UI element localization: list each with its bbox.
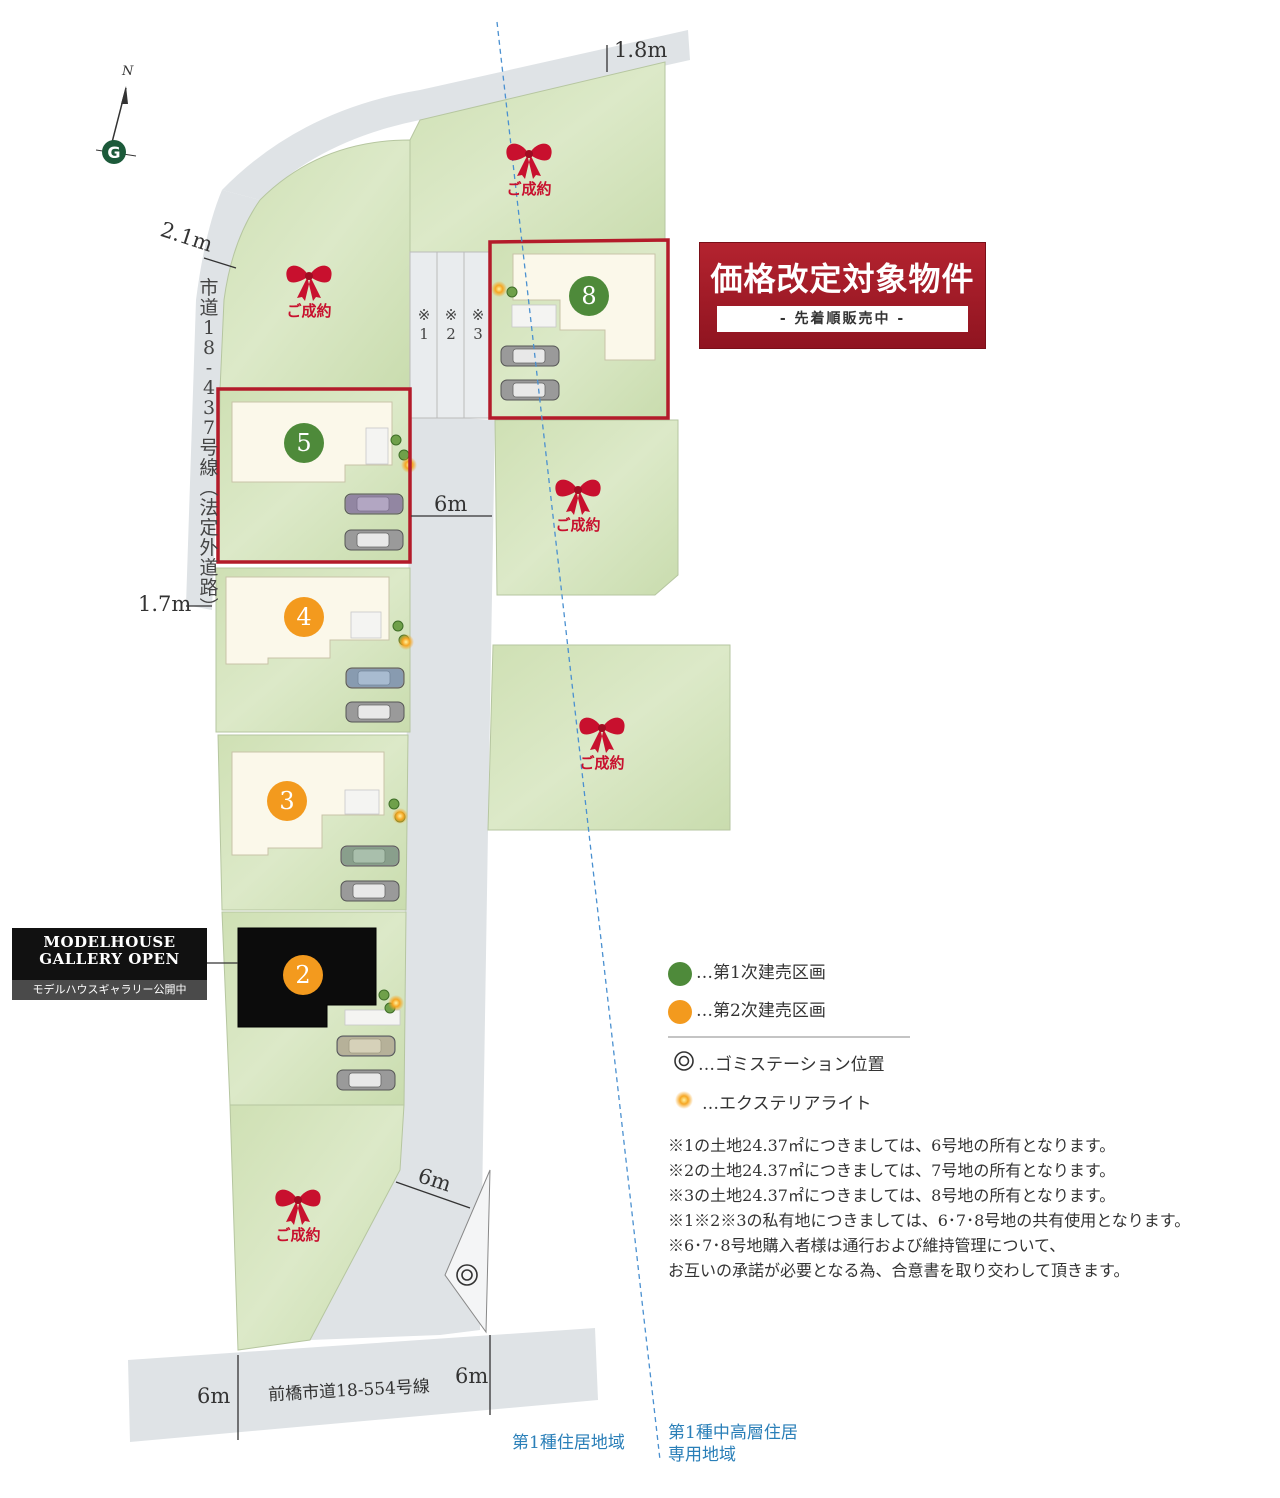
bow-icon [275, 1189, 321, 1225]
sold-bow-icons [275, 143, 625, 1225]
dim-left-road-bottom: 1.7m [138, 592, 192, 616]
private-strip-2: ※2 [444, 306, 458, 343]
garbage-triangle [444, 1169, 491, 1334]
sold-label: ご成約 [506, 180, 552, 198]
lot-8-badge[interactable]: 8 [569, 276, 609, 316]
lot-3-badge[interactable]: 3 [267, 781, 307, 821]
dim-top-road: 1.8m [614, 38, 668, 62]
roads [128, 30, 690, 1442]
dim-main-road-right: 6m [455, 1364, 489, 1388]
dim-inner-road-upper: 6m [434, 492, 468, 516]
garbage-station-icon [456, 1051, 694, 1286]
bow-knot-icon [598, 724, 606, 732]
private-strip-1: ※1 [417, 306, 431, 343]
legend-phase2: …第2次建売区画 [668, 996, 826, 1024]
legend-light: …エクステリアライト [702, 1094, 872, 1114]
model-gallery-banner[interactable]: MODELHOUSE GALLERY OPEN モデルハウスギャラリー公開中 [12, 928, 207, 1000]
main-road [128, 1328, 598, 1442]
price-banner-subtitle: - 先着順販売中 - [717, 306, 968, 332]
sold-marker-east-upper[interactable]: ご成約 [533, 472, 623, 552]
private-strip-3: ※3 [471, 306, 485, 343]
exterior-lights [388, 281, 693, 1109]
compass-logo: G [107, 143, 120, 162]
compass-icon [95, 86, 137, 164]
zone-right: 第1種中高層住居 専用地域 [668, 1423, 798, 1465]
zone-boundary [496, 21, 661, 1461]
notes: ※1の土地24.37㎡につきましては、6号地の所有となります。 ※2の土地24.… [668, 1136, 1191, 1280]
sold-label: ご成約 [555, 516, 601, 534]
parcel-south [229, 1104, 405, 1351]
lot-2-badge[interactable]: 2 [283, 955, 323, 995]
bow-knot-icon [574, 486, 582, 494]
bow-knot-icon [305, 272, 313, 280]
top-road [222, 30, 690, 200]
house-3 [231, 751, 385, 856]
sold-label: ご成約 [275, 1226, 321, 1244]
parcel-east-lower [487, 644, 731, 831]
bow-icon [579, 717, 625, 753]
price-banner-title: 価格改定対象物件 [710, 260, 975, 298]
sold-marker-north-top[interactable]: ご成約 [484, 136, 574, 216]
north-label: N [122, 64, 134, 79]
left-road [186, 190, 260, 610]
bow-icon [286, 265, 332, 301]
bow-icon [555, 479, 601, 515]
sold-marker-east-lower[interactable]: ご成約 [557, 710, 647, 790]
legend-garbage: …ゴミステーション位置 [698, 1055, 885, 1075]
dim-main-road-left: 6m [197, 1384, 231, 1408]
phase2-dot-icon [668, 999, 692, 1024]
bow-knot-icon [525, 150, 533, 158]
sold-label: ご成約 [579, 754, 625, 772]
cars [336, 345, 560, 1091]
zone-left: 第1種住居地域 [512, 1433, 625, 1453]
inner-road [310, 415, 495, 1340]
lot-4-badge[interactable]: 4 [284, 597, 324, 637]
phase1-dot-icon [668, 961, 692, 986]
bow-icon [506, 143, 552, 179]
sold-marker-north-left[interactable]: ご成約 [264, 258, 354, 338]
sold-label: ご成約 [286, 302, 332, 320]
price-revision-banner: 価格改定対象物件 - 先着順販売中 - [699, 242, 986, 349]
lot-5-badge[interactable]: 5 [284, 423, 324, 463]
legend-phase1: …第1次建売区画 [668, 958, 826, 986]
highlight-outlines [216, 238, 670, 564]
private-strips [409, 251, 491, 419]
sold-marker-south[interactable]: ご成約 [253, 1182, 343, 1262]
bow-knot-icon [294, 1196, 302, 1204]
